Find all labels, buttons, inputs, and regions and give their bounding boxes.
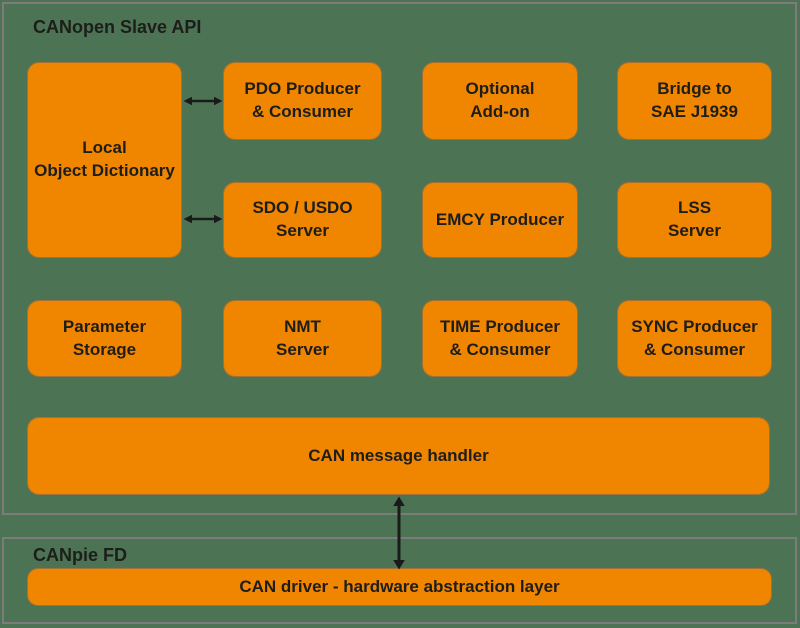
- section-canopen-slave-api: CANopen Slave API Local Object Dictionar…: [2, 2, 797, 515]
- box-label-bridge-sae-j1939: Bridge to SAE J1939: [651, 79, 738, 121]
- box-emcy-producer: EMCY Producer: [422, 182, 578, 258]
- arrow-object-dictionary-sdo: [183, 213, 223, 225]
- box-label-time-producer-consumer: TIME Producer & Consumer: [440, 316, 560, 359]
- arrow-message-handler-driver: [392, 496, 406, 570]
- box-local-object-dictionary: Local Object Dictionary: [27, 62, 182, 258]
- bidirectional-arrow-icon: [183, 214, 223, 224]
- box-label-lss-server: LSS Server: [668, 198, 721, 240]
- box-label-nmt-server: NMT Server: [276, 316, 329, 359]
- box-label-emcy-producer: EMCY Producer: [435, 209, 565, 229]
- box-can-message-handler: CAN message handler: [27, 417, 770, 495]
- section-title-canpie-fd: CANpie FD: [33, 545, 127, 565]
- box-label-parameter-storage: Parameter Storage: [62, 316, 147, 359]
- box-time-producer-consumer: TIME Producer & Consumer: [422, 300, 578, 377]
- box-bridge-sae-j1939: Bridge to SAE J1939: [617, 62, 772, 140]
- box-sync-producer-consumer: SYNC Producer & Consumer: [617, 300, 772, 377]
- arrow-object-dictionary-pdo: [183, 95, 223, 107]
- bidirectional-arrow-icon: [393, 496, 405, 570]
- box-nmt-server: NMT Server: [223, 300, 382, 377]
- box-label-sdo-usdo-server: SDO / USDO Server: [252, 198, 353, 240]
- box-label-can-driver-hal: CAN driver - hardware abstraction layer: [239, 576, 560, 596]
- box-label-local-object-dictionary: Local Object Dictionary: [34, 138, 175, 180]
- box-optional-addon: Optional Add-on: [422, 62, 578, 140]
- box-label-pdo-producer-consumer: PDO Producer & Consumer: [244, 79, 361, 121]
- box-label-optional-addon: Optional Add-on: [465, 79, 535, 121]
- box-pdo-producer-consumer: PDO Producer & Consumer: [223, 62, 382, 140]
- bidirectional-arrow-icon: [183, 96, 223, 106]
- box-label-sync-producer-consumer: SYNC Producer & Consumer: [631, 316, 758, 359]
- box-can-driver-hal: CAN driver - hardware abstraction layer: [27, 568, 772, 606]
- box-lss-server: LSS Server: [617, 182, 772, 258]
- box-parameter-storage: Parameter Storage: [27, 300, 182, 377]
- box-sdo-usdo-server: SDO / USDO Server: [223, 182, 382, 258]
- box-label-can-message-handler: CAN message handler: [308, 445, 489, 465]
- section-title-canopen-slave-api: CANopen Slave API: [33, 17, 202, 37]
